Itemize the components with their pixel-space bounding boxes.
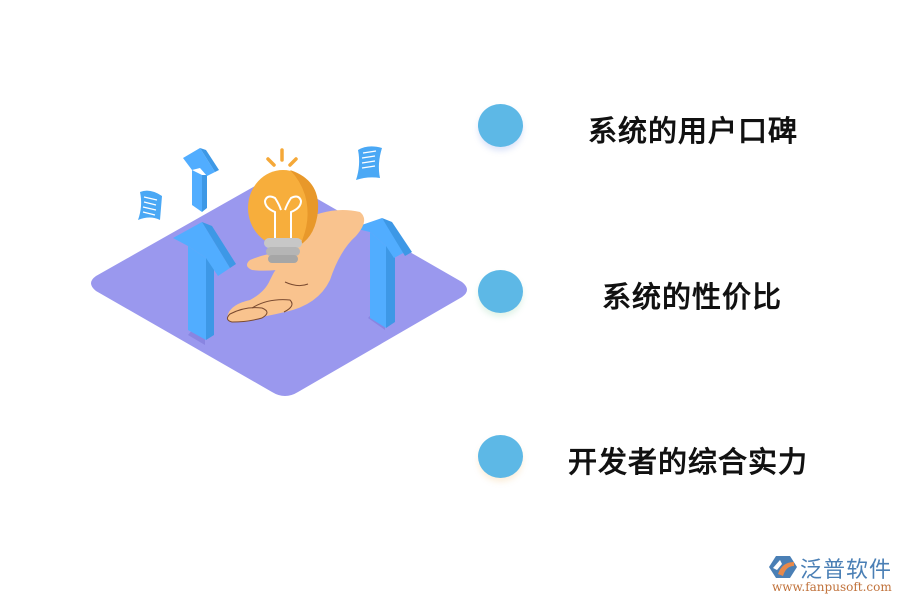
item-label: 系统的性价比 [602, 280, 783, 314]
logo-url: www.fanpusoft.com [772, 580, 892, 594]
logo-name: 泛普软件 [800, 558, 893, 583]
list-item-cost-performance: 系统的性价比 [476, 266, 856, 316]
lightbulb-icon [248, 170, 319, 263]
bullet-dot [478, 270, 523, 313]
arrow-up-icon [183, 148, 219, 212]
idea-growth-illustration [91, 146, 467, 396]
item-label: 系统的用户口碑 [588, 114, 799, 148]
brand-logo: 泛普软件 www.fanpusoft.com [768, 552, 898, 596]
item-label: 开发者的综合实力 [568, 445, 809, 479]
document-icon [138, 190, 162, 220]
list-item-reputation: 系统的用户口碑 [476, 100, 856, 150]
arrow-up-icon [353, 218, 412, 330]
list-item-developer-strength: 开发者的综合实力 [476, 431, 856, 481]
light-rays [266, 148, 298, 167]
arrow-up-icon [173, 222, 236, 345]
document-icon [356, 146, 382, 180]
bullet-dot [478, 104, 523, 147]
bullet-dot [478, 435, 523, 478]
logo-icon [769, 556, 797, 578]
